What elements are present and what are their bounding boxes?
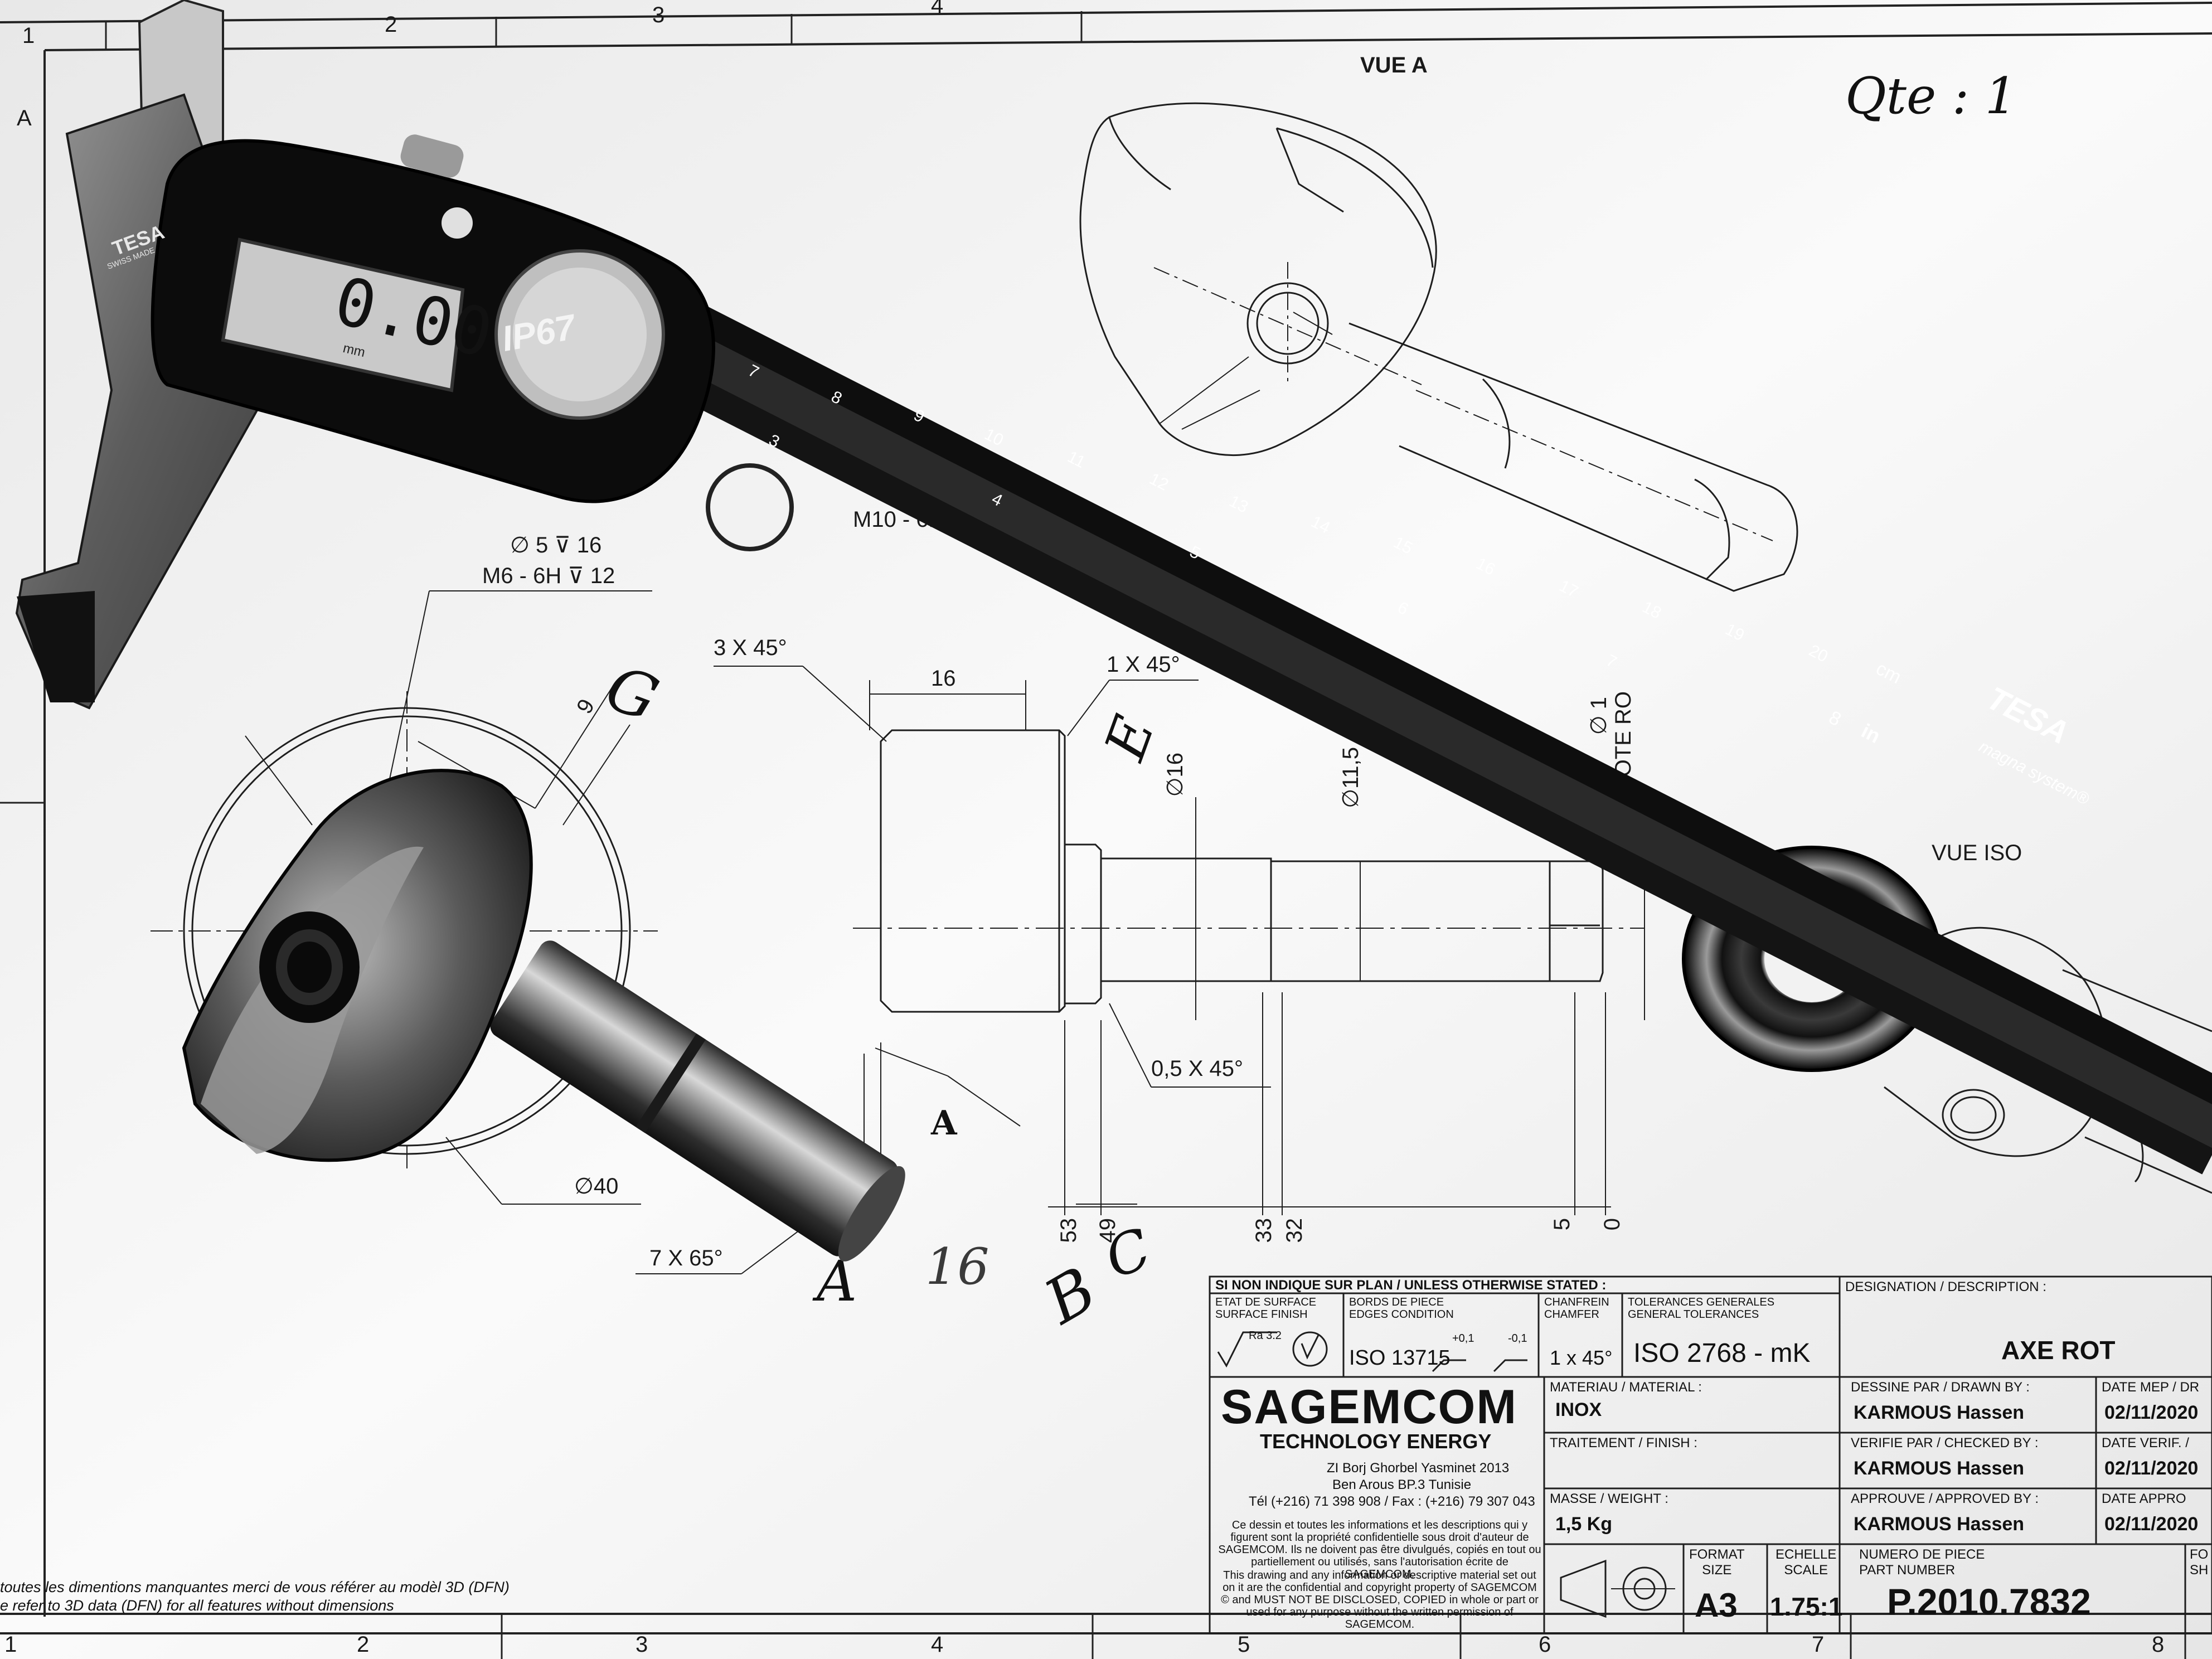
designation-value: AXE ROT <box>2001 1336 2116 1365</box>
border-row-a: A <box>17 106 32 130</box>
approved-value: KARMOUS Hassen <box>1854 1514 2025 1535</box>
company-logo: SAGEMCOM <box>1221 1380 1517 1434</box>
dim-chamfer-0-5x45: 0,5 X 45° <box>1151 1056 1243 1081</box>
company-address-1: ZI Borj Ghorbel Yasminet 2013 <box>1327 1461 1510 1476</box>
date-verif-value: 02/11/2020 <box>2104 1458 2199 1479</box>
border-bottom-3: 3 <box>636 1632 648 1657</box>
format-label: FORMAT SIZE <box>1689 1547 1745 1578</box>
dim-dia-40: ∅40 <box>574 1174 619 1199</box>
dim-hole-dia5: ∅ 5 ⊽ 16 <box>510 533 602 557</box>
scale-label: ECHELLE SCALE <box>1776 1547 1837 1578</box>
tb-edges-value: ISO 13715 <box>1349 1346 1451 1370</box>
border-bottom-5: 5 <box>1238 1632 1250 1657</box>
dim-chamfer-7x65: 7 X 65° <box>649 1246 723 1270</box>
tb-chamfer-value: 1 x 45° <box>1550 1346 1613 1369</box>
approved-label: APPROUVE / APPROVED BY : <box>1851 1491 2039 1506</box>
border-col-4: 4 <box>931 0 944 18</box>
tb-header: SI NON INDIQUE SUR PLAN / UNLESS OTHERWI… <box>1215 1278 1607 1293</box>
date-mep-label: DATE MEP / DR <box>2102 1380 2200 1395</box>
view-iso-title: VUE ISO <box>1932 841 2022 865</box>
material-value: INOX <box>1555 1399 1602 1420</box>
border-bottom-6: 6 <box>1539 1632 1551 1657</box>
part-number-value: P.2010.7832 <box>1887 1581 2091 1622</box>
mass-value: 1,5 Kg <box>1555 1514 1613 1535</box>
company-address-2: Ben Arous BP.3 Tunisie <box>1332 1477 1472 1492</box>
company-subtitle: TECHNOLOGY ENERGY <box>1260 1430 1492 1453</box>
date-verif-label: DATE VERIF. / <box>2102 1435 2189 1451</box>
treatment-label: TRAITEMENT / FINISH : <box>1550 1435 1697 1451</box>
view-a-title: VUE A <box>1360 53 1428 77</box>
border-bottom-7: 7 <box>1812 1632 1825 1657</box>
date-appro-value: 02/11/2020 <box>2104 1514 2199 1535</box>
handwritten-16: 16 <box>925 1238 989 1296</box>
dim-thread-m6: M6 - 6H ⊽ 12 <box>482 564 615 588</box>
dim-chamfer-1x45: 1 X 45° <box>1107 652 1180 677</box>
tb-edges-tol1: +0,1 <box>1452 1332 1474 1345</box>
drawn-value: KARMOUS Hassen <box>1854 1402 2025 1423</box>
tb-surface-label: ETAT DE SURFACE SURFACE FINISH <box>1215 1296 1317 1321</box>
format-value: A3 <box>1695 1587 1738 1624</box>
border-bottom-8: 8 <box>2152 1632 2165 1657</box>
checked-label: VERIFIE PAR / CHECKED BY : <box>1851 1435 2039 1451</box>
dim-width-16: 16 <box>931 666 956 691</box>
checked-value: KARMOUS Hassen <box>1854 1458 2025 1479</box>
border-col-1: 1 <box>22 23 35 48</box>
border-bottom-4: 4 <box>931 1632 944 1657</box>
date-appro-label: DATE APPRO <box>2102 1491 2186 1506</box>
border-col-3: 3 <box>652 3 665 27</box>
material-label: MATERIAU / MATERIAL : <box>1550 1380 1702 1395</box>
mass-label: MASSE / WEIGHT : <box>1550 1491 1668 1506</box>
scale-value: 1.75:1 <box>1770 1592 1843 1621</box>
note-line-2: e refer to 3D data (DFN) for all feature… <box>0 1597 394 1614</box>
border-bottom-2: 2 <box>357 1632 370 1657</box>
tb-edges-tol2: -0,1 <box>1508 1332 1527 1345</box>
company-phone: Tél (+216) 71 398 908 / Fax : (+216) 79 … <box>1249 1494 1535 1509</box>
tb-tol-value: ISO 2768 - mK <box>1633 1338 1811 1368</box>
tb-edges-label: BORDS DE PIECE EDGES CONDITION <box>1349 1296 1454 1321</box>
border-bottom-1: 1 <box>4 1632 17 1657</box>
note-line-1: toutes les dimentions manquantes merci d… <box>0 1579 510 1595</box>
tb-tol-label: TOLERANCES GENERALES GENERAL TOLERANCES <box>1628 1296 1775 1321</box>
handwritten-qte: Qte : 1 <box>1845 67 2017 125</box>
designation-label: DESIGNATION / DESCRIPTION : <box>1845 1279 2046 1294</box>
tb-surface-value: Ra 3.2 <box>1249 1330 1282 1342</box>
section-mark-a: A <box>931 1104 957 1143</box>
date-mep-value: 02/11/2020 <box>2104 1402 2199 1423</box>
part-number-label: NUMERO DE PIECE PART NUMBER <box>1859 1547 1985 1578</box>
legal-en: This drawing and any information or desc… <box>1221 1569 1539 1631</box>
legal-fr: Ce dessin et toutes les informations et … <box>1218 1519 1541 1580</box>
dim-chamfer-3x45: 3 X 45° <box>714 636 787 660</box>
border-col-2: 2 <box>385 12 397 37</box>
drawn-label: DESSINE PAR / DRAWN BY : <box>1851 1380 2030 1395</box>
sheet-label: FO SH <box>2190 1547 2209 1578</box>
tb-chamfer-label: CHANFREIN CHAMFER <box>1544 1296 1609 1321</box>
